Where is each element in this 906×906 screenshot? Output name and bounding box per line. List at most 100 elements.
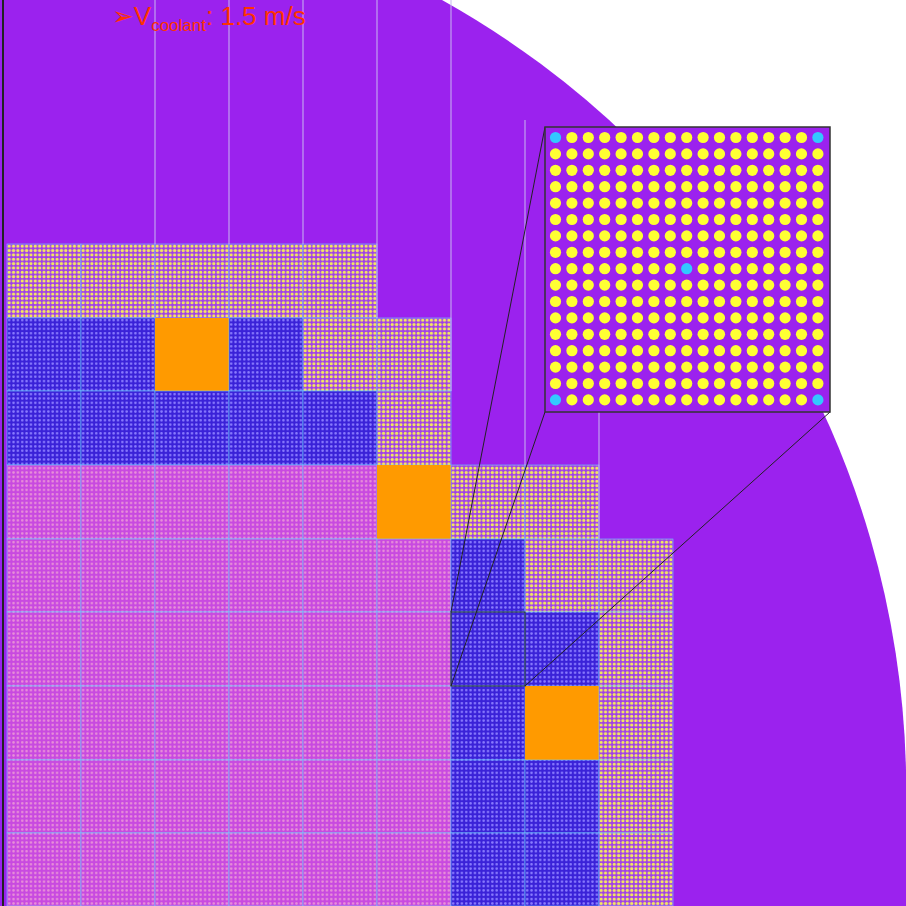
fuel-pin: [648, 165, 659, 176]
fuel-pin: [616, 296, 627, 307]
fuel-assembly: [303, 318, 377, 391]
fuel-pin: [566, 378, 577, 389]
fuel-pin: [812, 148, 823, 159]
fuel-pin: [583, 378, 594, 389]
fuel-pin: [648, 263, 659, 274]
fuel-pin: [698, 378, 709, 389]
guide-tube: [812, 132, 823, 143]
fuel-pin: [763, 394, 774, 405]
fuel-assembly: [155, 760, 229, 833]
fuel-assembly: [599, 686, 673, 760]
fuel-assembly: [155, 465, 229, 539]
fuel-pin: [616, 378, 627, 389]
fuel-pin: [583, 329, 594, 340]
fuel-pin: [714, 345, 725, 356]
fuel-assembly: [229, 833, 303, 906]
velocity-text: ➢V: [112, 1, 151, 31]
fuel-pin: [747, 214, 758, 225]
fuel-pin: [665, 394, 676, 405]
fuel-pin: [648, 214, 659, 225]
guide-tube: [681, 263, 692, 274]
fuel-pin: [550, 263, 561, 274]
fuel-assembly: [229, 391, 303, 465]
fuel-pin: [583, 132, 594, 143]
fuel-pin: [648, 280, 659, 291]
fuel-pin: [566, 148, 577, 159]
fuel-assembly: [377, 391, 451, 465]
fuel-assembly: [155, 612, 229, 686]
fuel-pin: [599, 329, 610, 340]
fuel-pin: [763, 378, 774, 389]
fuel-pin: [632, 132, 643, 143]
fuel-pin: [566, 345, 577, 356]
fuel-assembly: [81, 539, 155, 612]
fuel-assembly: [229, 612, 303, 686]
fuel-pin: [763, 312, 774, 323]
fuel-pin: [550, 362, 561, 373]
fuel-pin: [550, 198, 561, 209]
fuel-pin: [780, 362, 791, 373]
fuel-pin: [796, 148, 807, 159]
fuel-pin: [763, 198, 774, 209]
fuel-pin: [780, 329, 791, 340]
fuel-assembly: [229, 465, 303, 539]
fuel-pin: [730, 198, 741, 209]
fuel-assembly: [81, 244, 155, 318]
fuel-pin: [714, 181, 725, 192]
guide-tube: [550, 394, 561, 405]
fuel-pin: [599, 280, 610, 291]
fuel-pin: [796, 345, 807, 356]
fuel-pin: [583, 345, 594, 356]
fuel-pin: [632, 296, 643, 307]
fuel-assembly: [229, 318, 303, 391]
fuel-pin: [714, 296, 725, 307]
fuel-pin: [698, 198, 709, 209]
fuel-pin: [566, 247, 577, 258]
fuel-pin: [730, 132, 741, 143]
fuel-assembly: [7, 391, 81, 465]
fuel-pin: [780, 345, 791, 356]
fuel-assembly: [303, 465, 377, 539]
fuel-pin: [681, 165, 692, 176]
fuel-pin: [648, 362, 659, 373]
fuel-pin: [780, 378, 791, 389]
fuel-pin: [714, 263, 725, 274]
fuel-pin: [681, 394, 692, 405]
fuel-assembly: [451, 539, 525, 612]
fuel-pin: [747, 247, 758, 258]
fuel-pin: [632, 247, 643, 258]
fuel-pin: [747, 362, 758, 373]
fuel-pin: [796, 214, 807, 225]
fuel-assembly: [303, 760, 377, 833]
fuel-pin: [796, 165, 807, 176]
fuel-assembly: [303, 391, 377, 465]
fuel-pin: [550, 214, 561, 225]
fuel-pin: [796, 312, 807, 323]
fuel-pin: [812, 230, 823, 241]
fuel-assembly: [451, 612, 525, 686]
fuel-assembly: [303, 686, 377, 760]
fuel-pin: [665, 263, 676, 274]
fuel-pin: [632, 345, 643, 356]
inset-frame: [545, 127, 830, 412]
fuel-pin: [698, 247, 709, 258]
fuel-assembly: [303, 612, 377, 686]
fuel-assembly: [451, 833, 525, 906]
fuel-pin: [632, 263, 643, 274]
fuel-pin: [550, 378, 561, 389]
fuel-pin: [550, 280, 561, 291]
fuel-pin: [796, 362, 807, 373]
fuel-pin: [648, 329, 659, 340]
fuel-pin: [812, 296, 823, 307]
fuel-pin: [698, 345, 709, 356]
fuel-assembly: [377, 833, 451, 906]
fuel-pin: [780, 312, 791, 323]
fuel-pin: [681, 296, 692, 307]
fuel-pin: [550, 230, 561, 241]
fuel-pin: [698, 394, 709, 405]
fuel-pin: [616, 148, 627, 159]
fuel-pin: [812, 263, 823, 274]
fuel-pin: [780, 181, 791, 192]
